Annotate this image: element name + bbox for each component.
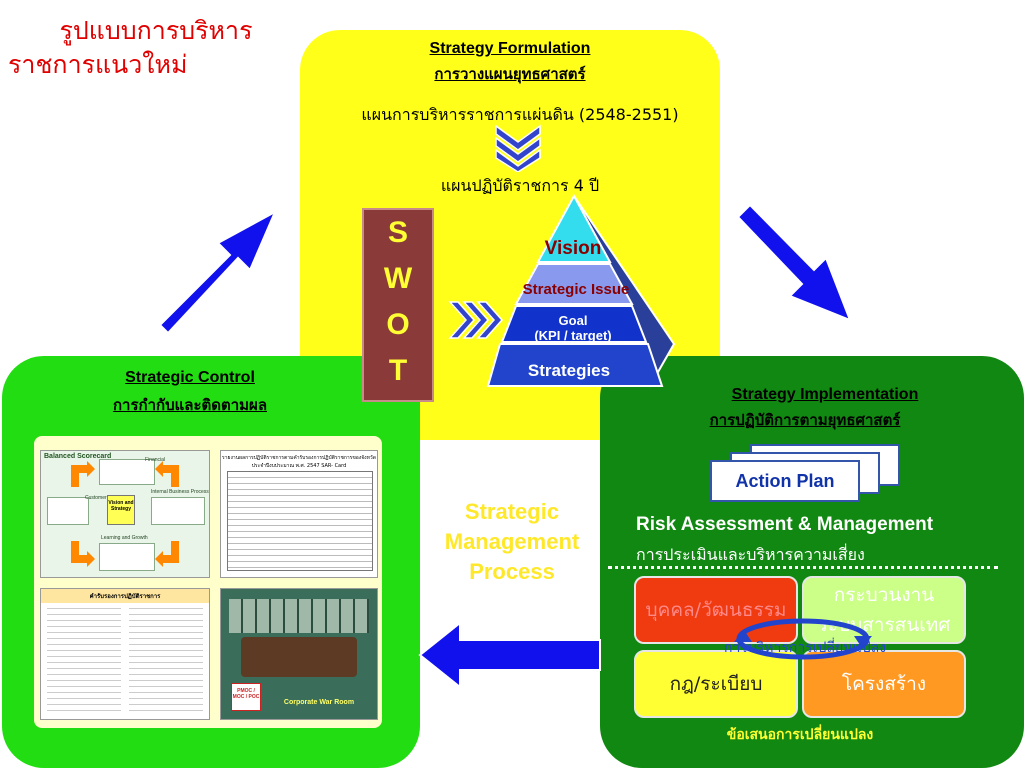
swot-t: T	[388, 354, 408, 387]
slide-title: รูปแบบการบริหาร ราชการแนวใหม่	[6, 14, 306, 82]
arrow-down-right-icon	[736, 203, 852, 322]
bsc-financial: Financial	[145, 457, 166, 463]
box-it-text: ระบบสารสนเทศ	[817, 614, 951, 636]
arrow-up-right-icon	[158, 209, 278, 335]
box-process-it: กระบวนงาน ระบบสารสนเทศ	[802, 576, 966, 644]
sar-card-report-image: รายงานผลการปฏิบัติราชการตามคำรับรองการปฏ…	[220, 450, 378, 578]
change-proposal-text: ข้อเสนอการเปลี่ยนแปลง	[726, 727, 874, 743]
pyramid-strategies-label: Strategies	[527, 361, 611, 380]
bsc-arrows-icon	[71, 461, 179, 567]
pyramid-issue-label: Strategic Issue	[522, 281, 630, 298]
swot-s: S	[387, 216, 408, 249]
slide-title-line1: รูปแบบการบริหาร	[59, 16, 253, 45]
pyramid-kpi-text: (KPI / target)	[534, 328, 612, 343]
report-title: รายงานผลการปฏิบัติราชการตามคำรับรองการปฏ…	[222, 455, 376, 461]
swot-w: W	[383, 262, 413, 295]
formulation-title-en: Strategy Formulation	[429, 40, 591, 57]
report-table	[227, 471, 373, 571]
divider	[608, 566, 998, 569]
pyramid-vision	[536, 194, 612, 263]
control-title-en: Strategic Control	[125, 369, 255, 386]
balanced-scorecard-image: Balanced Scorecard Financial Customer In…	[40, 450, 210, 578]
pyramid-strategies	[486, 343, 664, 387]
bsc-customer: Customer	[85, 495, 107, 501]
smp-line2: Management	[444, 529, 580, 554]
strategic-management-process-text: Strategic Management Process	[420, 497, 604, 587]
bsc-learning: Learning and Growth	[101, 535, 148, 541]
box-process-text: กระบวนงาน	[833, 584, 935, 606]
performance-agreement-image: คำรับรองการปฏิบัติราชการ	[40, 588, 210, 720]
chevrons-down-icon	[495, 124, 541, 172]
pyramid-goal-text: Goal	[558, 313, 588, 328]
formulation-title-th: การวางแผนยุทธศาสตร์	[434, 65, 586, 83]
bsc-internal: Internal Business Process	[151, 489, 209, 495]
implementation-title-th: การปฏิบัติการตามยุทธศาสตร์	[709, 411, 901, 429]
pyramid-goal	[500, 305, 648, 343]
chevrons-right-icon	[448, 301, 504, 339]
box-rules: กฎ/ระเบียบ	[634, 650, 798, 718]
doc-title: คำรับรองการปฏิบัติราชการ	[41, 589, 209, 603]
bsc-center: Vision and Strategy	[107, 495, 135, 525]
smp-line1: Strategic	[464, 499, 560, 524]
national-plan-text: แผนการบริหารราชการแผ่นดิน (2548-2551)	[361, 105, 679, 124]
action-plan-card: Action Plan	[710, 460, 860, 502]
change-management-text: การบริหารการเปลี่ยนแปลง	[724, 640, 887, 656]
swot-o: O	[386, 308, 410, 341]
pyramid-vision-label: Vision	[544, 238, 602, 259]
smp-line3: Process	[469, 559, 555, 584]
swot-box: S W O T	[362, 208, 434, 402]
war-room-tag: PMOC / MOC / POC	[231, 683, 261, 711]
change-cycle-icon	[734, 618, 872, 660]
bsc-title: Balanced Scorecard	[44, 453, 112, 460]
report-subtitle: ประจำปีงบประมาณ พ.ศ. 2547 SAR- Card	[251, 463, 347, 469]
slide-title-line2: ราชการแนวใหม่	[8, 50, 188, 79]
implementation-title-en: Strategy Implementation	[731, 386, 919, 403]
box-structure: โครงสร้าง	[802, 650, 966, 718]
four-year-plan-text: แผนปฏิบัติราชการ 4 ปี	[440, 176, 600, 195]
pyramid-issue	[514, 263, 634, 305]
risk-title-en: Risk Assessment & Management	[636, 514, 934, 535]
pyramid-goal-label: Goal (KPI / target)	[510, 313, 636, 343]
risk-title-th: การประเมินและบริหารความเสี่ยง	[636, 545, 865, 564]
war-room-image: PMOC / MOC / POC Corporate War Room	[220, 588, 378, 720]
arrow-left-icon	[418, 620, 601, 690]
war-room-title: Corporate War Room	[283, 699, 355, 706]
strategy-pyramid	[486, 194, 676, 388]
box-people-culture: บุคคล/วัฒนธรรม	[634, 576, 798, 644]
control-title-th: การกำกับและติดตามผล	[112, 396, 268, 414]
